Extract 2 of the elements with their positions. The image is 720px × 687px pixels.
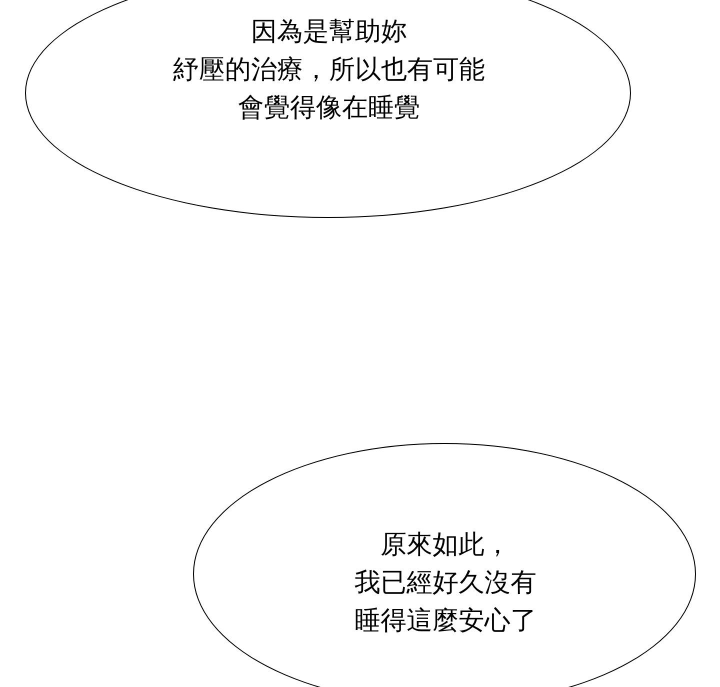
speech-text: 因為是幫助妳紓壓的治療，所以也有可能會覺得像在睡覺 <box>172 16 486 125</box>
speech-text: 原來如此，我已經好久沒有睡得這麼安心了 <box>354 529 538 638</box>
